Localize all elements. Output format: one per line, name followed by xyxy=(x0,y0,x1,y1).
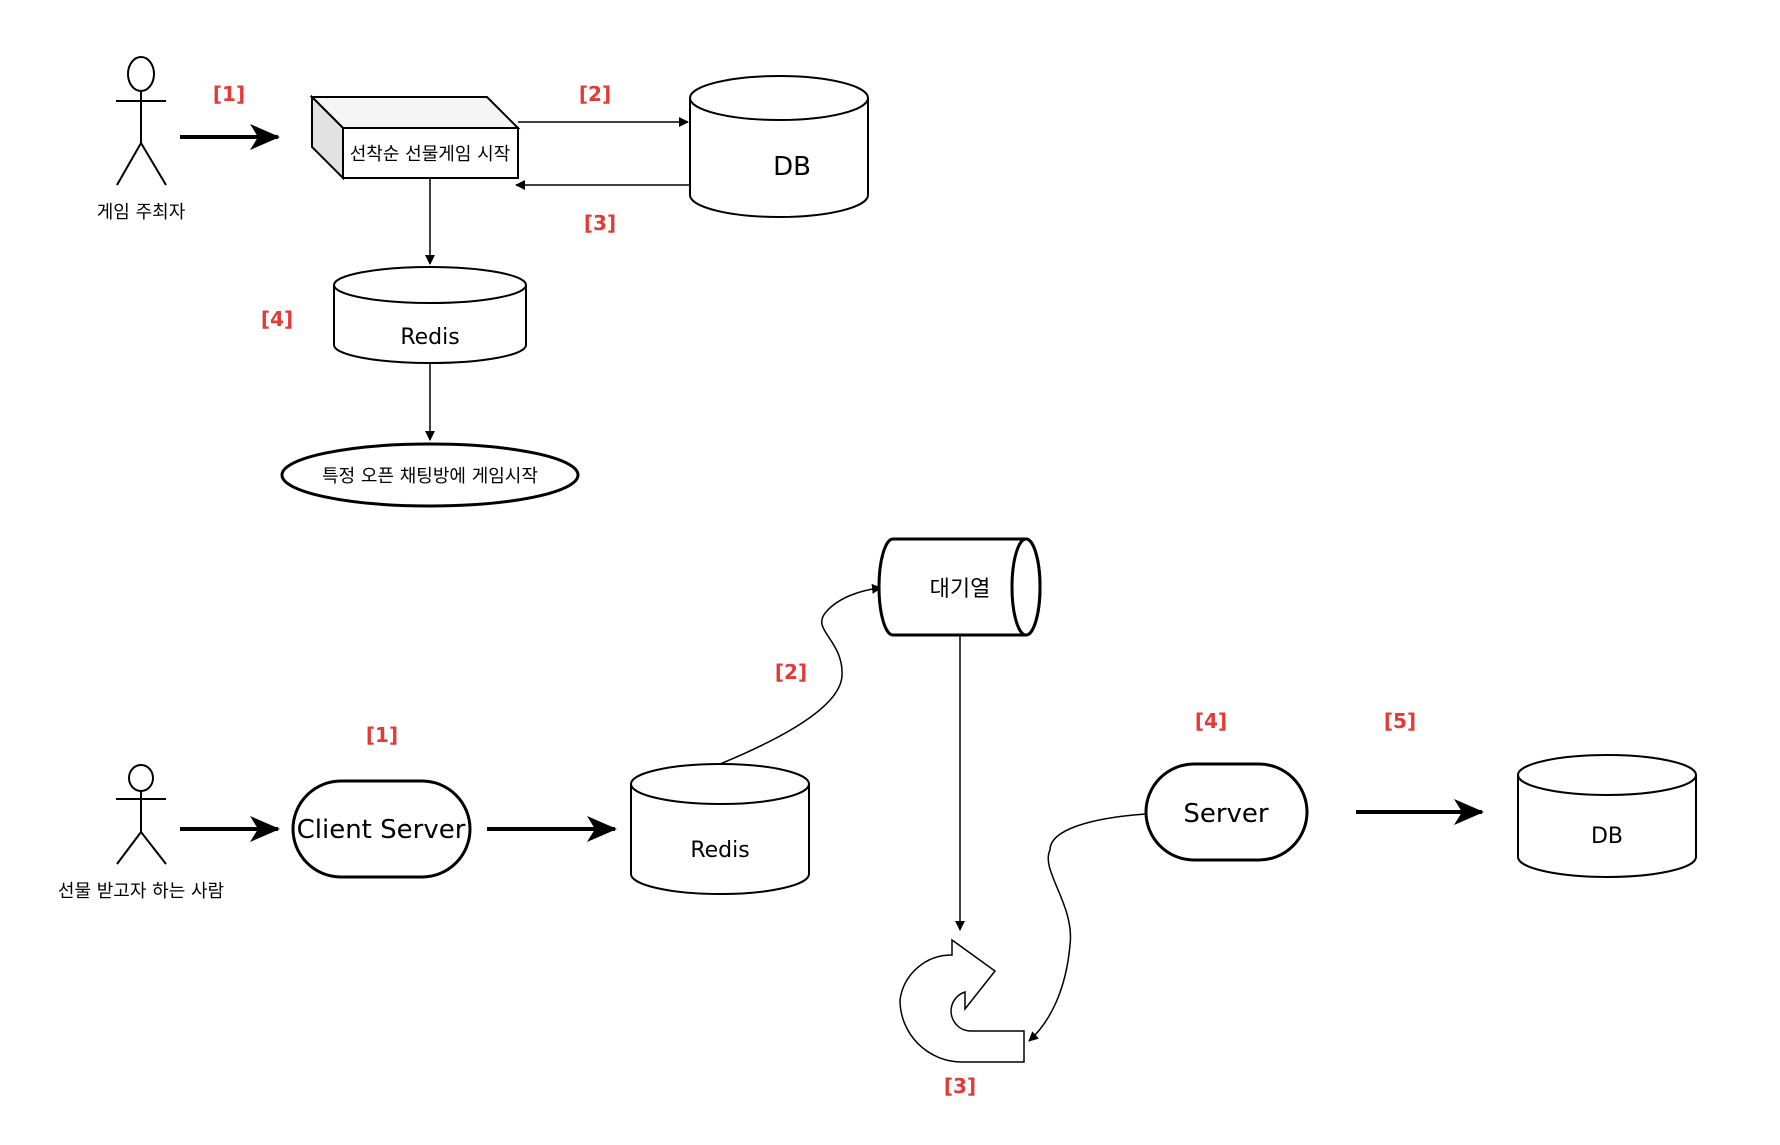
top-step3-label: [3] xyxy=(584,211,616,235)
actor-right-leg xyxy=(140,142,167,186)
bottom-step1-label: [1] xyxy=(366,723,398,747)
game-host-label: 게임 주최자 xyxy=(97,202,186,223)
gift-receiver-label: 선물 받고자 하는 사람 xyxy=(58,881,224,902)
actor-head xyxy=(127,56,155,92)
top-db-label: DB xyxy=(773,152,811,182)
uturn-arrow-shape xyxy=(899,938,1025,1063)
bottom-redis-label: Redis xyxy=(690,838,749,863)
process-box-label: 선착순 선물게임 시작 xyxy=(350,144,510,165)
actor-left-leg xyxy=(116,831,142,865)
redis-to-queue-arrow xyxy=(719,583,882,765)
game-start-terminal xyxy=(280,442,580,508)
top-step1-label: [1] xyxy=(213,82,245,106)
game-start-process-box xyxy=(309,94,521,181)
client-server-node xyxy=(291,779,472,879)
bottom-db-label: DB xyxy=(1591,824,1623,849)
queue-label: 대기열 xyxy=(930,577,991,602)
actor-left-leg xyxy=(116,142,142,186)
top-db-cylinder xyxy=(689,75,869,218)
bottom-step5-label: [5] xyxy=(1384,709,1416,733)
top-redis-cylinder xyxy=(333,266,527,364)
actor-head xyxy=(128,764,154,792)
bottom-db-cylinder xyxy=(1517,754,1697,878)
server-to-uturn-arrow xyxy=(1028,813,1146,1042)
queue-cylinder xyxy=(877,537,1042,637)
top-step4-label: [4] xyxy=(261,307,293,331)
top-redis-label: Redis xyxy=(400,325,459,350)
bottom-step2-label: [2] xyxy=(775,660,807,684)
server-node xyxy=(1144,762,1309,862)
game-host-actor xyxy=(116,56,167,186)
bottom-redis-cylinder xyxy=(630,763,810,895)
client-server-label: Client Server xyxy=(297,815,466,845)
terminal-label: 특정 오픈 채팅방에 게임시작 xyxy=(322,466,538,487)
gift-receiver-actor xyxy=(116,764,167,865)
bottom-step3-label: [3] xyxy=(944,1074,976,1098)
actor-right-leg xyxy=(140,831,167,865)
bottom-step4-label: [4] xyxy=(1195,709,1227,733)
server-label: Server xyxy=(1183,799,1269,829)
top-step2-label: [2] xyxy=(579,82,611,106)
